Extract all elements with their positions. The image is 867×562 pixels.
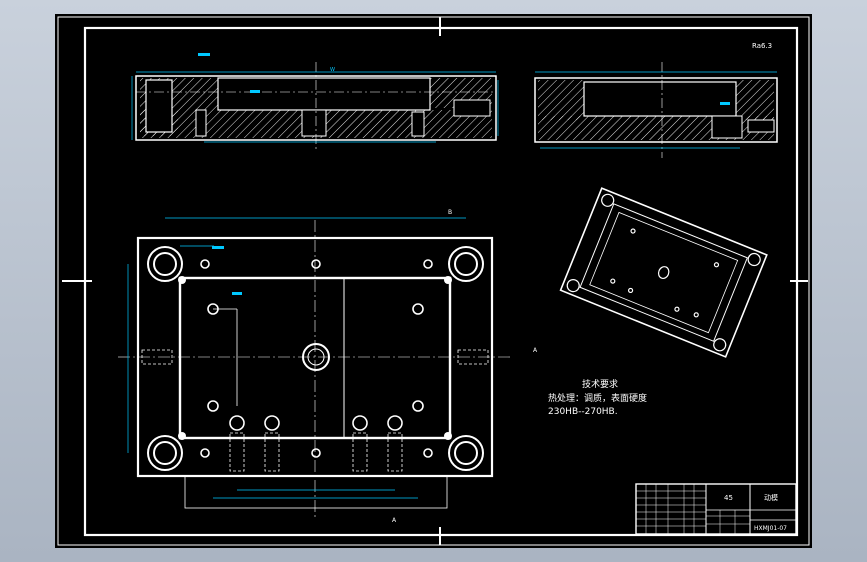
side-section-view (534, 62, 778, 158)
notes-heading: 技术要求 (582, 378, 618, 390)
notes-line-2: 230HB--270HB. (548, 407, 618, 417)
svg-text:B: B (448, 209, 452, 216)
corner-roughness-mark: Ra6.3 (752, 42, 772, 50)
isometric-view (559, 187, 768, 358)
part-number-label: HXMJ01-07 (754, 525, 787, 532)
svg-text:A: A (392, 517, 397, 524)
outer-frame (57, 16, 810, 546)
title-block (635, 483, 797, 535)
part-name-label: 动模 (764, 493, 778, 502)
plan-view: B A A (118, 209, 538, 524)
svg-text:A: A (533, 347, 538, 354)
notes-line-1: 热处理：调质，表面硬度 (548, 392, 647, 404)
svg-text:W: W (330, 67, 335, 73)
front-section-view: W (131, 53, 499, 150)
centering-marks (62, 17, 808, 545)
technical-notes: 技术要求 热处理：调质，表面硬度 230HB--270HB. (548, 378, 647, 417)
material-label: 45 (724, 494, 733, 502)
